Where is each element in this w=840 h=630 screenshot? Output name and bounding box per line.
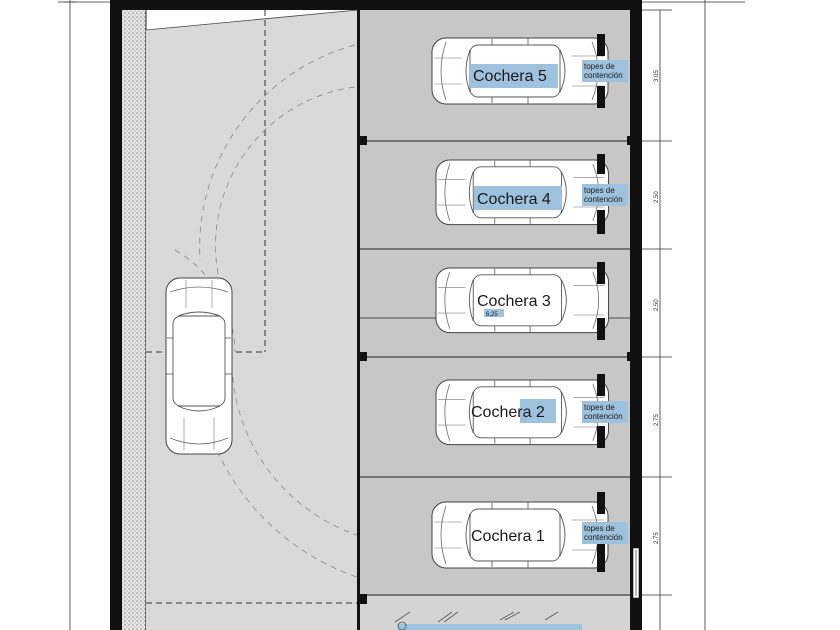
bay-3-dimension: 2.50 <box>654 299 660 311</box>
bay-4-label: Cochera 4 <box>477 191 551 208</box>
right-wall <box>630 10 642 630</box>
bicycle-parking <box>394 611 582 630</box>
bay-dimension-line <box>642 9 672 630</box>
bay-1-dimension: 2.75 <box>654 532 660 544</box>
bay-2-tope-label-2: contención <box>584 412 623 421</box>
left-outer-wall <box>110 0 122 630</box>
bay-5-label: Cochera 5 <box>473 68 547 85</box>
ramp-divider-wall <box>357 10 360 630</box>
bay-5-tope-label-1: topes de <box>584 62 615 71</box>
bay-5-tope-label-2: contención <box>584 71 623 80</box>
bay-3-small-note: 6,25 <box>486 312 498 318</box>
bay-4-tope-label-2: contención <box>584 195 623 204</box>
bay-5-dimension: 3.05 <box>654 70 660 82</box>
label-highlights <box>470 60 628 544</box>
bay-3-label: Cochera 3 <box>477 293 551 310</box>
bay-1-tope-label-1: topes de <box>584 524 615 533</box>
wheel-stops <box>597 34 605 572</box>
bay-2-dimension: 2.75 <box>654 414 660 426</box>
car-on-ramp <box>165 277 233 455</box>
masonry-hatch <box>122 10 146 630</box>
bay-1-label: Cochera 1 <box>471 528 545 545</box>
bay-4-tope-label-1: topes de <box>584 186 615 195</box>
bay-2-label: Cochera 2 <box>471 404 545 421</box>
bay-2-tope-label-1: topes de <box>584 403 615 412</box>
bay-4-dimension: 2.50 <box>654 191 660 203</box>
maneuver-area <box>146 10 358 630</box>
dashed-boundaries <box>146 10 358 604</box>
outer-dimension-lines <box>58 0 745 630</box>
bay-1-tope-label-2: contención <box>584 533 623 542</box>
top-wall <box>110 0 642 10</box>
